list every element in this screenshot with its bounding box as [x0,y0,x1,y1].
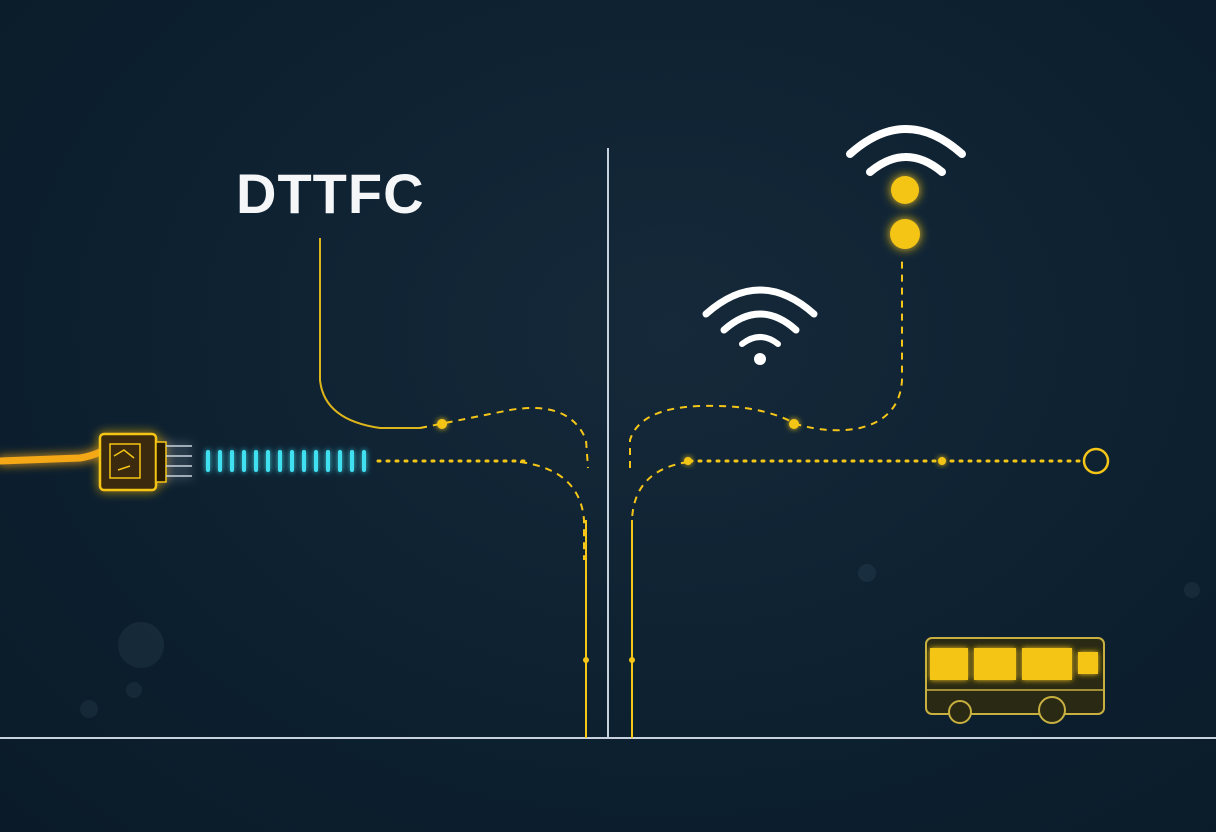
title-connector [319,238,420,429]
node-dot [629,657,635,663]
dashed-route-right-lower [631,461,689,560]
bus-icon [925,637,1105,724]
bokeh-light [80,700,98,718]
node-dot [437,419,447,429]
data-pulses [206,450,366,472]
node-dot [891,176,919,204]
cable-connector-icon [0,432,192,492]
node-dot [938,457,946,465]
wifi-icon [702,286,818,365]
bokeh-light [858,564,876,582]
bokeh-light [1184,582,1200,598]
node-dot [890,219,920,249]
dashed-route-left-upper [419,407,589,469]
node-dot [684,457,692,465]
node-dot [789,419,799,429]
wifi-icon [846,125,966,176]
bokeh-light [126,682,142,698]
diagram-title: DTTFC [236,162,425,225]
dashed-route-left-lower [519,461,585,560]
dashed-route-right-upper [629,258,903,468]
bokeh-light [118,622,164,668]
node-dot [583,657,589,663]
terminal-ring [1082,447,1110,475]
